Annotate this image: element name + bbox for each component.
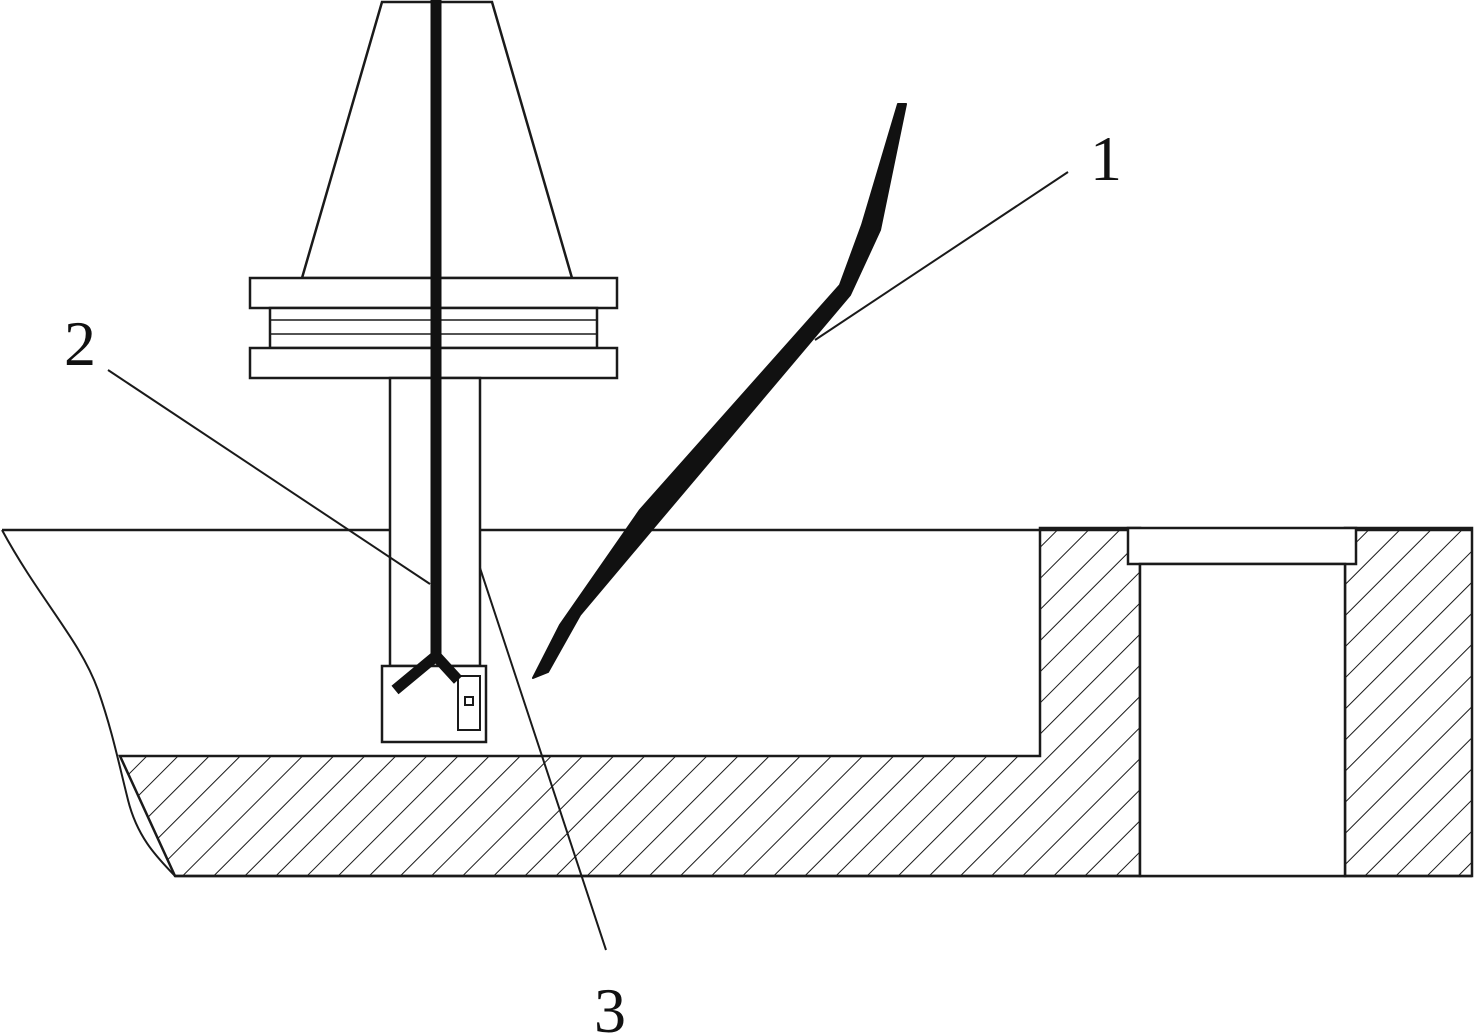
leader-line-2 bbox=[107, 369, 431, 585]
central-coolant-pipe bbox=[391, 0, 463, 695]
insert-screw bbox=[464, 696, 474, 706]
leader-line-3 bbox=[479, 567, 607, 951]
workpiece-section-hatched bbox=[118, 526, 1142, 878]
workpiece-right-wall-hatched bbox=[1343, 526, 1474, 878]
external-nozzle bbox=[532, 103, 907, 679]
workpiece-break-line bbox=[1, 529, 176, 877]
callout-2: 2 bbox=[64, 308, 96, 379]
leader-line-1 bbox=[814, 171, 1069, 341]
through-hole bbox=[1138, 562, 1347, 878]
callout-1: 1 bbox=[1090, 123, 1122, 194]
workpiece bbox=[1, 526, 1474, 878]
callout-3: 3 bbox=[594, 975, 626, 1036]
counterbore-slot bbox=[1126, 526, 1358, 566]
